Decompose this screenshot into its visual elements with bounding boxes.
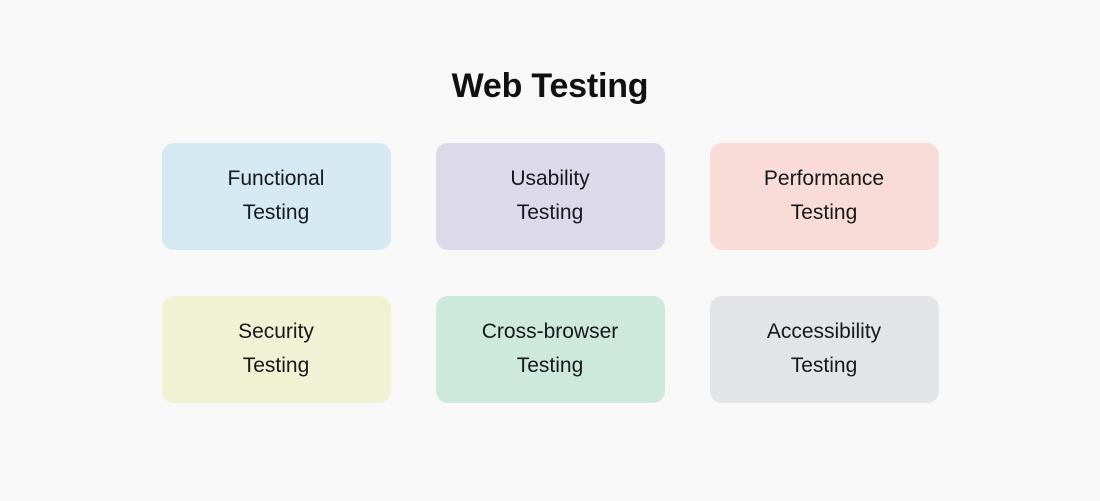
card-cross-browser-testing[interactable]: Cross-browser Testing xyxy=(435,295,665,403)
card-label-line2: Testing xyxy=(242,354,310,378)
testing-types-grid: Functional Testing Usability Testing Per… xyxy=(161,142,939,403)
card-label-line1: Functional xyxy=(227,167,325,191)
card-label-line2: Testing xyxy=(516,201,584,225)
card-label-line2: Testing xyxy=(516,354,584,378)
card-label-line1: Performance xyxy=(763,167,885,191)
card-label-line2: Testing xyxy=(790,201,858,225)
card-accessibility-testing[interactable]: Accessibility Testing xyxy=(709,295,939,403)
card-usability-testing[interactable]: Usability Testing xyxy=(435,142,665,250)
card-security-testing[interactable]: Security Testing xyxy=(161,295,391,403)
card-label-line2: Testing xyxy=(242,201,310,225)
page-title: Web Testing xyxy=(451,67,649,105)
card-label-line2: Testing xyxy=(790,354,858,378)
card-label-line1: Accessibility xyxy=(766,320,882,344)
card-label-line1: Security xyxy=(238,320,314,344)
card-performance-testing[interactable]: Performance Testing xyxy=(709,142,939,250)
card-functional-testing[interactable]: Functional Testing xyxy=(161,142,391,250)
card-label-line1: Usability xyxy=(510,167,590,191)
card-label-line1: Cross-browser xyxy=(481,320,619,344)
